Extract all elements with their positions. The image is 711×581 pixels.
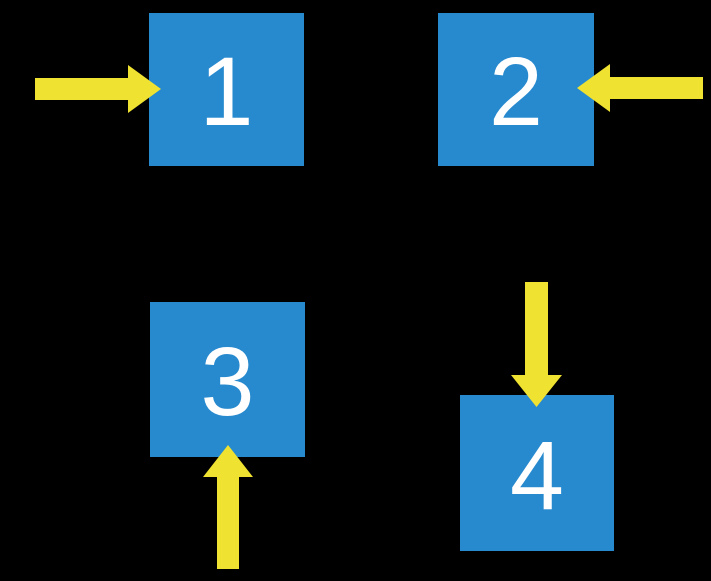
arrow-left-shape	[577, 64, 703, 112]
square-2-label: 2	[489, 37, 543, 146]
square-3-label: 3	[200, 327, 255, 436]
arrow-down-shape	[511, 282, 562, 407]
square-2: 2	[438, 13, 594, 166]
square-3: 3	[150, 302, 305, 457]
arrow-right-shape	[35, 65, 161, 113]
arrow-left-icon	[577, 64, 703, 112]
arrow-up-shape	[203, 445, 253, 569]
arrow-down-icon	[511, 282, 562, 407]
square-4-label: 4	[510, 420, 564, 530]
square-1: 1	[149, 13, 304, 166]
arrow-up-icon	[203, 445, 253, 569]
square-1-label: 1	[199, 37, 254, 146]
square-4: 4	[460, 395, 614, 551]
arrow-right-icon	[35, 65, 161, 113]
